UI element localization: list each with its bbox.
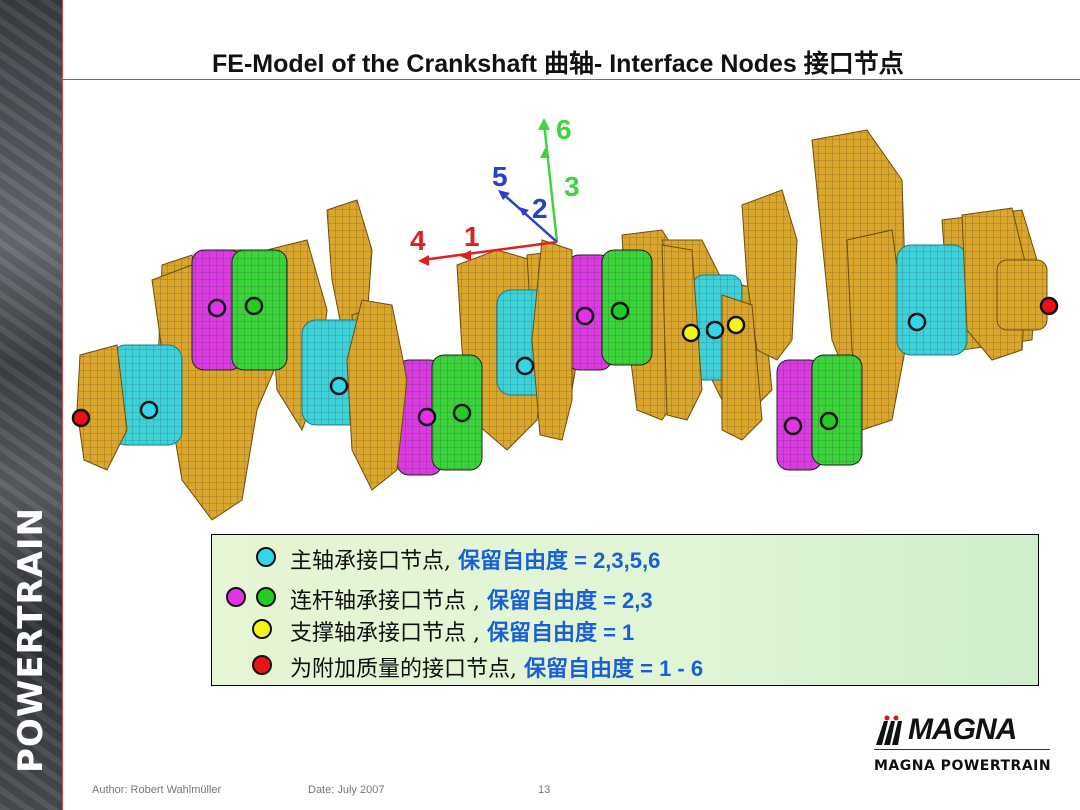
page-title: FE-Model of the Crankshaft 曲轴- Interface… [212, 50, 904, 78]
node-cyan [515, 356, 535, 376]
axis-labels: 6 5 3 2 4 1 [410, 114, 580, 256]
legend-text: 主轴承接口节点, 保留自由度 = 2,3,5,6 [290, 548, 661, 574]
magna-emblem-icon [876, 715, 902, 745]
red-dot-icon [252, 655, 272, 675]
node-magenta [207, 298, 227, 318]
axis-label: 4 [410, 225, 426, 256]
axis-label: 2 [532, 193, 548, 224]
axis-label: 6 [556, 114, 572, 145]
axis-label: 1 [464, 221, 480, 252]
interface-nodes [71, 296, 1059, 436]
title-rule [62, 79, 1080, 80]
legend-text: 支撑轴承接口节点 , 保留自由度 = 1 [290, 620, 635, 646]
node-red [71, 408, 91, 428]
legend-dots [252, 655, 276, 675]
footer-page-number: 13 [538, 784, 551, 796]
footer-author: Author: Robert Wahlmüller [92, 784, 222, 796]
node-cyan [329, 376, 349, 396]
magenta-dot-icon [226, 587, 246, 607]
legend-dots [226, 587, 280, 607]
footer-date: Date: July 2007 [308, 784, 385, 796]
node-green [610, 301, 630, 321]
logo-subtitle: MAGNA POWERTRAIN [874, 758, 1052, 774]
node-yellow [681, 323, 701, 343]
sidebar: POWERTRAIN [0, 0, 62, 810]
magna-logo: MAGNA MAGNA POWERTRAIN [874, 713, 1052, 777]
node-red [1039, 296, 1059, 316]
green-dot-icon [256, 587, 277, 607]
legend-dots [256, 547, 280, 567]
legend-text: 为附加质量的接口节点, 保留自由度 = 1 - 6 [290, 656, 704, 682]
coordinate-axes [418, 118, 559, 266]
node-green [244, 296, 264, 316]
node-green [452, 403, 472, 423]
vertical-rule [62, 0, 63, 810]
node-cyan [907, 312, 927, 332]
axis-label: 5 [492, 161, 508, 192]
node-magenta [575, 306, 595, 326]
crankshaft-fe-model: 6 5 3 2 4 1 [71, 114, 1059, 521]
node-magenta [417, 407, 437, 427]
legend-text: 连杆轴承接口节点 , 保留自由度 = 2,3 [290, 588, 653, 614]
axis-label: 3 [564, 171, 580, 202]
node-magenta [783, 416, 803, 436]
node-cyan [139, 400, 159, 420]
sidebar-texture [0, 0, 62, 810]
legend-dots [252, 619, 276, 639]
node-yellow [726, 315, 746, 335]
yellow-dot-icon [252, 619, 272, 639]
logo-word: MAGNA [908, 713, 1017, 746]
node-green [819, 411, 839, 431]
node-cyan [705, 320, 725, 340]
logo-rule [874, 749, 1050, 750]
legend-box: 主轴承接口节点, 保留自由度 = 2,3,5,6 连杆轴承接口节点 , 保留自由… [211, 534, 1039, 686]
sidebar-brand: POWERTRAIN [11, 507, 51, 773]
cyan-dot-icon [256, 547, 276, 567]
